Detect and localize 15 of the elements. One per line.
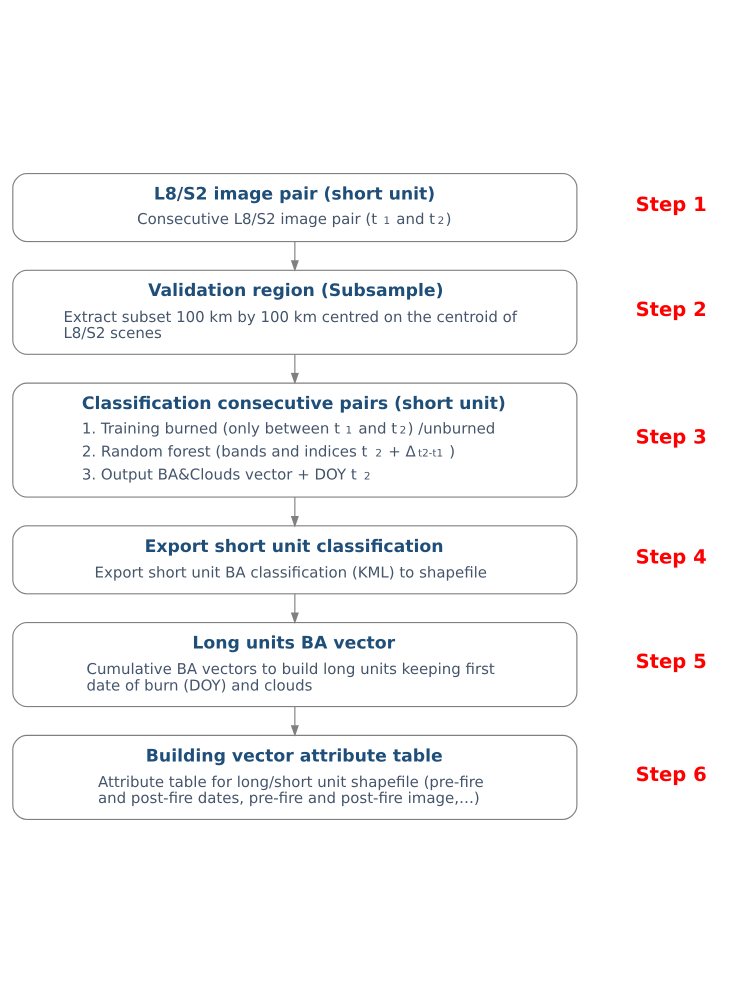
arrow bbox=[290, 241, 299, 272]
node-box: Building vector attribute table Attribute table for long/short unit shapefile (pre-fire and post-fire dates, pre-fire and post-fire image,…) bbox=[12, 734, 578, 820]
node-label: Step 2 bbox=[636, 297, 707, 320]
node-label: Step 3 bbox=[636, 425, 707, 448]
node-label: Step 6 bbox=[636, 762, 707, 786]
arrow bbox=[290, 496, 299, 528]
node-box: Validation region (Subsample) Extract subset 100 km by 100 km centred on the centroid of L8/S2 scenes bbox=[12, 269, 578, 354]
node-label: Step 4 bbox=[636, 544, 707, 568]
arrow bbox=[290, 354, 299, 384]
arrow bbox=[290, 706, 299, 736]
node-label: Step 5 bbox=[636, 650, 707, 673]
arrow bbox=[290, 593, 299, 624]
node-box: Export short unit classification Export short unit BA classification (KML) to shapefile bbox=[12, 524, 578, 594]
node-box: Long units BA vector Cumulative BA vectors to build long units keeping first date of burn (DOY) and clouds bbox=[12, 621, 578, 707]
node-label: Step 1 bbox=[636, 192, 707, 216]
